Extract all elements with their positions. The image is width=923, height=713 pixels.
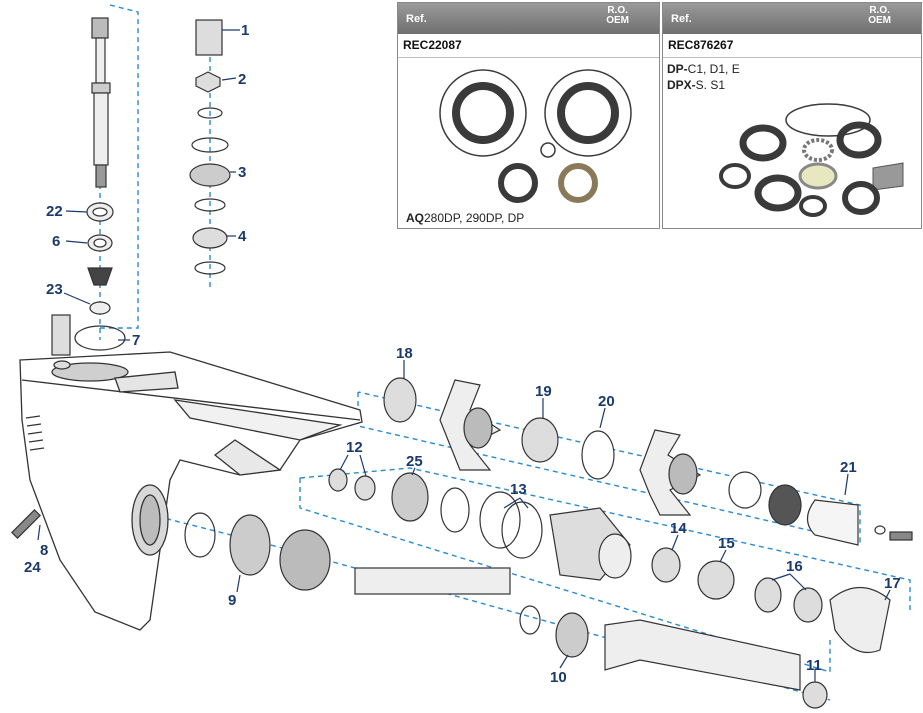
- callout-20: 20: [598, 393, 615, 410]
- kit-panel-header: Ref. R.O. OEM: [398, 3, 659, 34]
- kit-caption-line-2: DPX-S. S1: [667, 78, 726, 92]
- kit-panel-header: Ref. R.O. OEM: [663, 3, 921, 34]
- callout-11: 11: [806, 657, 822, 674]
- callout-18: 18: [396, 345, 413, 362]
- kit-caption: AQ280DP, 290DP, DP: [406, 211, 525, 225]
- callout-22: 22: [46, 203, 63, 220]
- kit-image-area: DP-C1, D1, E DPX-S. S1: [663, 58, 921, 228]
- callout-21: 21: [840, 459, 857, 476]
- ro-oem-label: R.O. OEM: [868, 5, 891, 26]
- callout-13: 13: [510, 481, 527, 498]
- callout-17: 17: [884, 575, 901, 592]
- kit-caption-line-1: DP-C1, D1, E: [667, 62, 740, 76]
- callout-16: 16: [786, 558, 803, 575]
- ro-oem-label: R.O. OEM: [606, 5, 629, 26]
- kit-panel-rec876267: Ref. R.O. OEM REC876267 DP-C1, D1, E DPX…: [662, 2, 922, 229]
- vertical-drive-shaft: [91, 17, 111, 188]
- callout-4: 4: [238, 228, 247, 245]
- seal-kit-image: [719, 103, 904, 217]
- callout-23: 23: [46, 281, 63, 298]
- ref-label: Ref.: [406, 13, 427, 25]
- prop-row-lower: [11, 468, 891, 709]
- callout-2: 2: [238, 71, 246, 88]
- seal-kit-image: [439, 69, 632, 226]
- callout-8: 8: [40, 542, 48, 559]
- kit-panel-rec22087: Ref. R.O. OEM REC22087 AQ280DP, 290DP, D…: [397, 2, 660, 229]
- prop-row-upper: [383, 377, 913, 546]
- callout-25: 25: [406, 453, 423, 470]
- callout-12: 12: [346, 439, 363, 456]
- kit-code: REC876267: [663, 34, 921, 58]
- callout-3: 3: [238, 164, 246, 181]
- callout-1: 1: [241, 22, 249, 39]
- callout-15: 15: [718, 535, 735, 552]
- vertical-stack-parts: [51, 19, 231, 356]
- callout-labels: 1 2 3 4 6 7 8 9 10 11 12 13 14 15 16 17 …: [24, 22, 901, 686]
- kit-image-area: AQ280DP, 290DP, DP: [398, 58, 659, 228]
- kit-code: REC22087: [398, 34, 659, 58]
- callout-6: 6: [52, 233, 60, 250]
- callout-14: 14: [670, 520, 687, 537]
- callout-10: 10: [550, 669, 567, 686]
- callout-19: 19: [535, 383, 552, 400]
- ref-label: Ref.: [671, 13, 692, 25]
- gearcase-housing: [19, 351, 363, 631]
- callout-24: 24: [24, 559, 41, 576]
- callout-7: 7: [132, 332, 140, 349]
- callout-leaders: [37, 29, 891, 682]
- callout-9: 9: [228, 592, 236, 609]
